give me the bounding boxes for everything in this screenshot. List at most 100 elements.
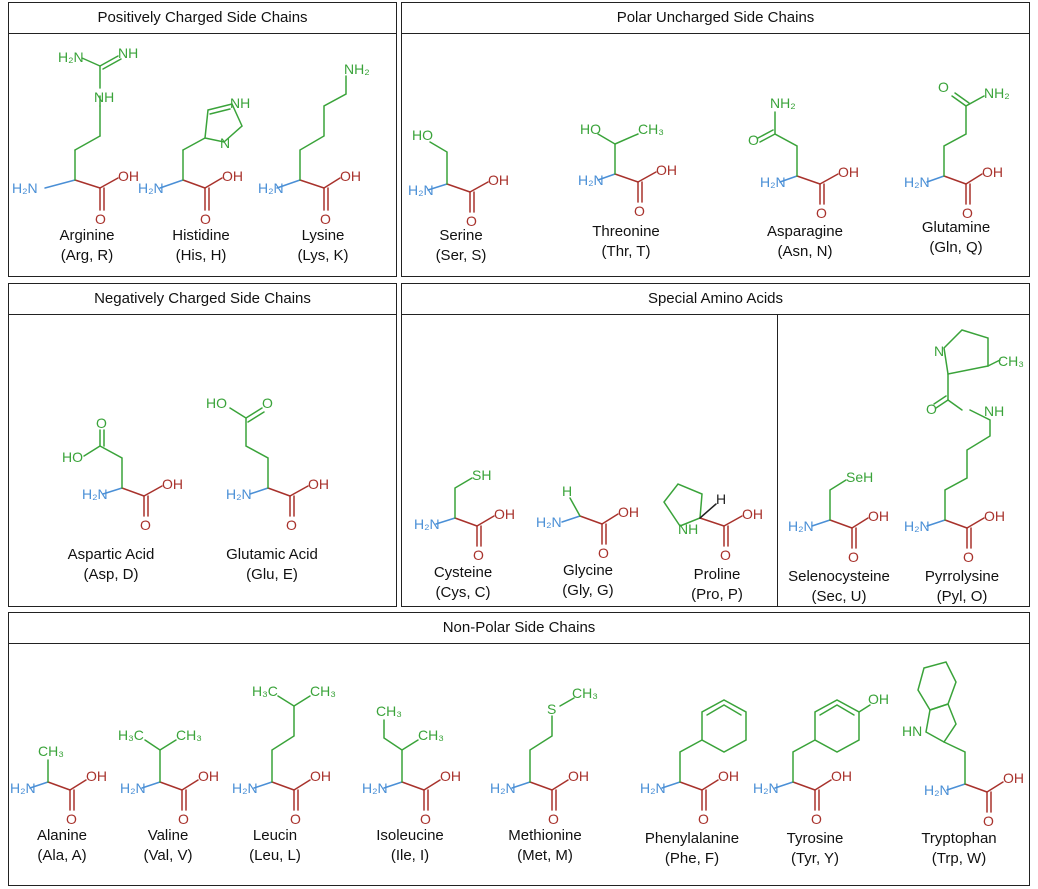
label-serine: Serine (Ser, S) [396,226,526,266]
structure-alanine [29,759,87,811]
structure-phenylalanine [661,699,747,811]
name-proline: Proline [693,566,741,583]
svg-text:OH: OH [568,768,589,784]
structure-selenocysteine [811,479,869,549]
svg-text:CH₃: CH₃ [38,743,64,759]
structure-glutamic-acid [229,407,309,517]
panel-title-negative: Negatively Charged Side Chains [9,284,396,315]
svg-text:HO: HO [206,395,227,411]
label-pyrrolysine: Pyrrolysine (Pyl, O) [897,567,1027,607]
code-serine: (Ser, S) [435,247,487,264]
svg-text:H₂N: H₂N [904,518,930,534]
code-cysteine: (Cys, C) [435,584,491,601]
svg-text:H₂N: H₂N [10,780,36,796]
code-aspartic-acid: (Asp, D) [83,566,139,583]
structure-isoleucine [383,719,441,811]
code-asparagine: (Asn, N) [777,243,833,260]
label-arginine: Arginine (Arg, R) [22,226,152,266]
svg-text:O: O [811,811,822,827]
structure-pyrrolysine [926,329,1001,549]
structure-leucine [253,695,311,811]
svg-text:HO: HO [62,449,83,465]
code-phenylalanine: (Phe, F) [664,850,720,867]
svg-text:OH: OH [162,476,183,492]
svg-text:HO: HO [412,127,433,143]
svg-text:CH₃: CH₃ [310,683,336,699]
svg-text:H: H [562,483,572,499]
label-leucine: Leucin (Leu, L) [210,826,340,866]
label-cysteine: Cysteine (Cys, C) [398,563,528,603]
name-leucine: Leucin [252,827,298,844]
svg-text:SeH: SeH [846,469,873,485]
structure-glutamine [926,92,985,205]
svg-text:H₃C: H₃C [118,727,144,743]
code-threonine: (Thr, T) [601,243,651,260]
svg-text:O: O [66,811,77,827]
svg-text:O: O [926,401,937,417]
code-isoleucine: (Ile, I) [390,847,430,864]
label-threonine: Threonine (Thr, T) [561,222,691,262]
svg-text:H₂N: H₂N [536,514,562,530]
svg-text:NH₂: NH₂ [770,95,796,111]
svg-text:NH: NH [678,521,698,537]
label-tyrosine: Tyrosine (Tyr, Y) [750,829,880,869]
svg-text:SH: SH [472,467,491,483]
name-isoleucine: Isoleucine [376,827,444,844]
svg-text:NH: NH [230,95,250,111]
name-phenylalanine: Phenylalanine [644,830,740,847]
svg-text:H₂N: H₂N [120,780,146,796]
label-histidine: Histidine (His, H) [136,226,266,266]
atom-labels: H₂N OH O NH H₂N NH H₂N OH O NH N H₂N OH … [10,45,1024,829]
name-glutamic-acid: Glutamic Acid [226,546,318,563]
svg-text:OH: OH [198,768,219,784]
structure-tryptophan [917,661,1004,813]
svg-text:O: O [698,811,709,827]
svg-text:H₂N: H₂N [788,518,814,534]
svg-text:OH: OH [618,504,639,520]
svg-text:H₂N: H₂N [138,180,164,196]
svg-text:OH: OH [310,768,331,784]
structure-glycine [561,497,619,545]
code-tryptophan: (Trp, W) [931,850,987,867]
structure-lysine [276,75,347,211]
name-glutamine: Glutamine [921,219,991,236]
svg-text:H₂N: H₂N [82,486,108,502]
svg-text:O: O [290,811,301,827]
label-alanine: Alanine (Ala, A) [0,826,127,866]
code-selenocysteine: (Sec, U) [811,588,867,605]
svg-text:H₂N: H₂N [490,780,516,796]
special-divider [777,314,778,606]
svg-text:OH: OH [868,691,889,707]
svg-text:O: O [720,547,731,563]
svg-text:OH: OH [838,164,859,180]
code-proline: (Pro, P) [691,586,743,603]
svg-text:H₂N: H₂N [753,780,779,796]
label-selenocysteine: Selenocysteine (Sec, U) [774,567,904,607]
panel-nonpolar: Non-Polar Side Chains [8,612,1030,886]
structure-tyrosine [774,699,871,811]
svg-text:O: O [262,395,273,411]
svg-text:OH: OH [831,768,852,784]
name-threonine: Threonine [592,223,660,240]
svg-text:CH₃: CH₃ [572,685,598,701]
code-arginine: (Arg, R) [60,247,114,264]
svg-text:O: O [548,811,559,827]
svg-text:OH: OH [222,168,243,184]
svg-text:OH: OH [308,476,329,492]
code-glutamic-acid: (Glu, E) [246,566,298,583]
svg-text:O: O [473,547,484,563]
svg-text:OH: OH [340,168,361,184]
svg-text:O: O [320,211,331,227]
code-valine: (Val, V) [143,847,193,864]
structure-threonine [597,133,657,203]
svg-text:O: O [420,811,431,827]
name-pyrrolysine: Pyrrolysine [924,568,1000,585]
svg-text:O: O [634,203,645,219]
code-glycine: (Gly, G) [562,582,614,599]
code-pyrrolysine: (Pyl, O) [936,588,988,605]
svg-text:H₂N: H₂N [408,182,434,198]
svg-text:O: O [963,549,974,565]
structure-proline [663,483,743,547]
name-selenocysteine: Selenocysteine [788,568,890,585]
name-methionine: Methionine [508,827,582,844]
